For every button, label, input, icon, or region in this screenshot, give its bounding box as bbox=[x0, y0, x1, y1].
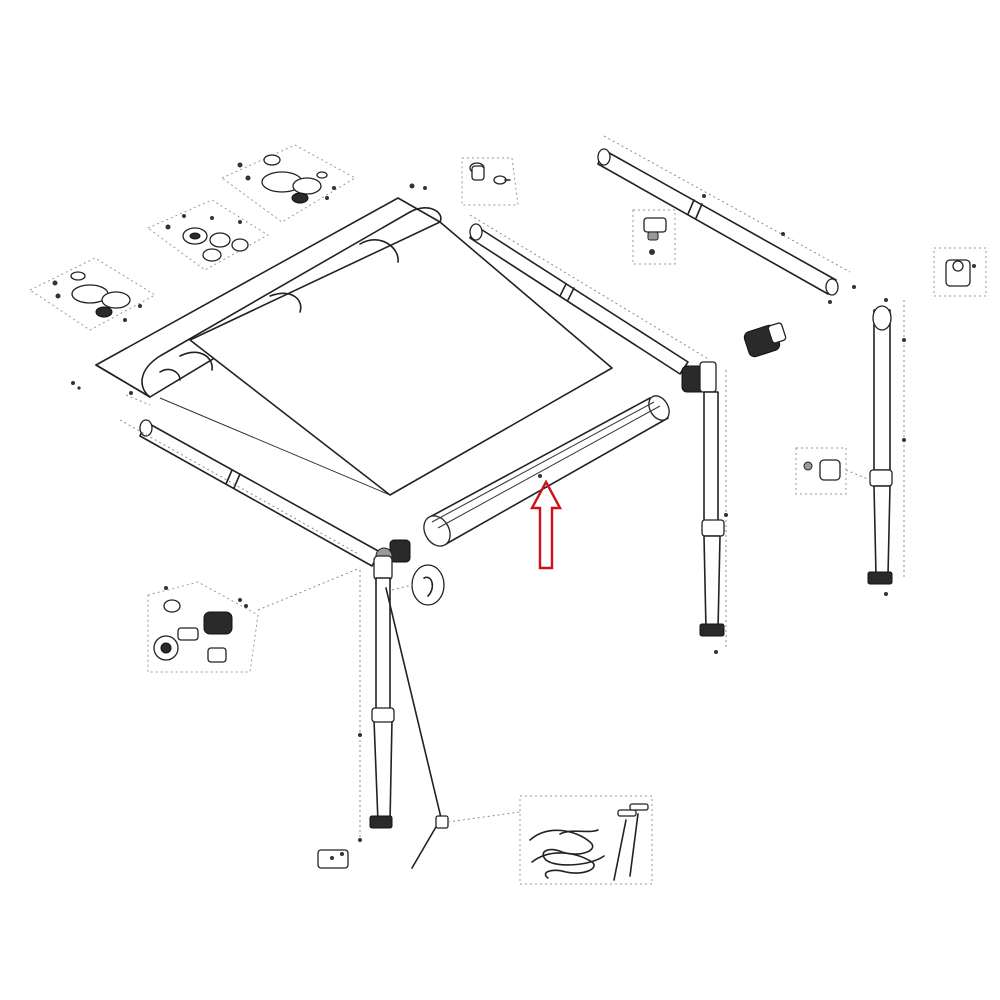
tie-down-kit-detail bbox=[519, 795, 653, 885]
bracket-set-top-detail bbox=[221, 144, 357, 223]
gear-motor-part bbox=[743, 322, 787, 358]
end-cap-detail bbox=[409, 157, 519, 206]
bracket-set-middle-detail bbox=[147, 199, 269, 271]
leg-clip-detail bbox=[795, 447, 871, 495]
right-rear-leg bbox=[867, 298, 906, 596]
clip-detail bbox=[632, 209, 676, 265]
rear-rafter-arm bbox=[597, 135, 856, 304]
left-rafter-arm bbox=[119, 419, 381, 567]
arrow-up-icon bbox=[529, 479, 563, 570]
right-front-leg bbox=[681, 361, 728, 654]
front-roller-tube bbox=[423, 395, 670, 547]
left-endcap-parts-detail bbox=[147, 567, 361, 673]
awning-fabric-cassette bbox=[95, 197, 613, 496]
left-front-leg bbox=[317, 539, 411, 869]
tension-strap bbox=[385, 587, 521, 869]
bracket-set-bottom-detail bbox=[29, 257, 157, 390]
right-rafter-arm bbox=[469, 214, 711, 375]
top-bracket-detail bbox=[933, 247, 987, 297]
hook-detail bbox=[391, 564, 445, 606]
